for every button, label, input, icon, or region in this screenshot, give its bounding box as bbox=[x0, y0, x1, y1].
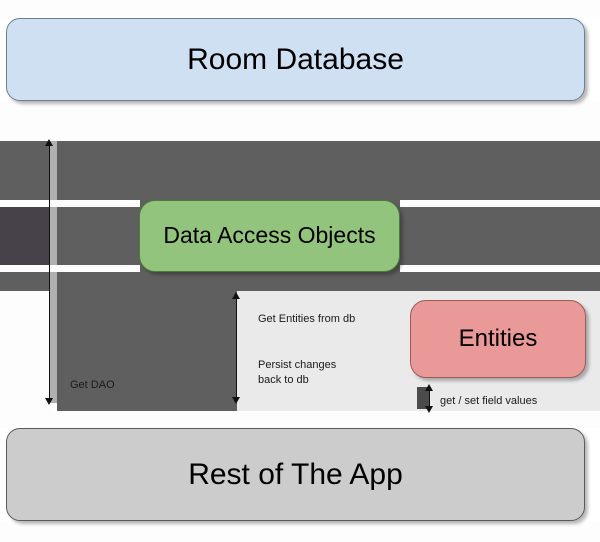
wash-strip-9 bbox=[0, 0, 600, 18]
wash-strip-3 bbox=[0, 291, 50, 411]
edge-field-values-arrowhead-bottom bbox=[425, 406, 433, 413]
edge-field-values-block bbox=[417, 387, 430, 409]
node-rest-of-the-app[interactable]: Rest of The App bbox=[6, 428, 585, 521]
edge-get-dao-line bbox=[49, 145, 50, 401]
edge-get-dao-arrowhead-bottom bbox=[45, 398, 53, 405]
node-entities-label: Entities bbox=[458, 324, 538, 352]
node-room-database-label: Room Database bbox=[187, 43, 404, 76]
edge-get-dao-arrowhead-top bbox=[45, 139, 53, 146]
wash-strip-1 bbox=[0, 200, 140, 207]
wash-strip-4 bbox=[400, 200, 600, 207]
wash-strip-5 bbox=[400, 265, 600, 272]
node-room-database[interactable]: Room Database bbox=[6, 18, 585, 101]
node-entities[interactable]: Entities bbox=[410, 300, 586, 378]
node-rest-of-the-app-label: Rest of The App bbox=[188, 458, 403, 491]
wash-strip-7 bbox=[0, 101, 600, 141]
background-strip-left bbox=[50, 141, 57, 403]
edge-entities-db-line bbox=[236, 298, 237, 400]
edge-get-dao-label: Get DAO bbox=[70, 379, 115, 391]
edge-entities-db-arrowhead-bottom bbox=[232, 397, 240, 404]
edge-field-values-line bbox=[429, 390, 430, 409]
edge-entities-db-arrowhead-top bbox=[232, 292, 240, 299]
wash-strip-6 bbox=[0, 411, 600, 428]
edge-persist-changes-label: Persist changes back to db bbox=[258, 359, 337, 386]
node-data-access-objects[interactable]: Data Access Objects bbox=[139, 200, 400, 272]
edge-field-values-label: get / set field values bbox=[440, 395, 538, 407]
edge-field-values-arrowhead-top bbox=[425, 384, 433, 391]
wash-strip-8 bbox=[0, 521, 600, 542]
wash-strip-2 bbox=[0, 265, 140, 272]
edge-get-entities-label: Get Entities from db bbox=[258, 313, 356, 325]
node-data-access-objects-label: Data Access Objects bbox=[163, 222, 376, 249]
